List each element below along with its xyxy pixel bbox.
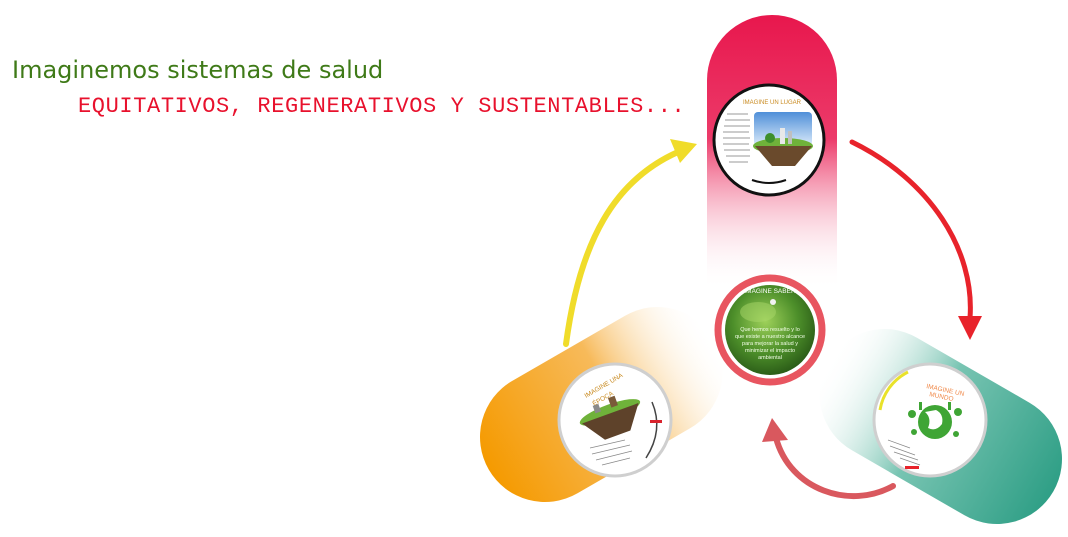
accent-curve: [645, 401, 658, 459]
node-imagine-un-lugar[interactable]: IMAGINE UN LUGAR: [712, 83, 826, 197]
arrow-yellow: [563, 139, 697, 347]
accent-bar: [905, 466, 919, 469]
text-lines: [723, 113, 750, 163]
thinker-figure-icon: [770, 299, 776, 305]
center-body-line: que existe a nuestro alcance: [735, 334, 805, 340]
node-center-body: Que hemos resuelto y lo que existe a nue…: [735, 327, 805, 361]
node-right-title-line2: MUNDO: [929, 391, 954, 403]
node-center-title: IMAGINE SABER: [744, 288, 796, 295]
center-body-line: ambiental: [758, 355, 782, 361]
smile-mark: [751, 179, 787, 184]
floating-island-image: [579, 395, 641, 440]
center-body-line: minimizar el impacto: [745, 348, 795, 354]
center-body-line: para mejorar la salud y: [742, 341, 798, 347]
arrow-red: [849, 139, 982, 340]
green-globe-icon: [908, 402, 962, 439]
node-imagine-saber[interactable]: IMAGINE SABER Que hemos resuelto y lo qu…: [714, 274, 826, 386]
page-title: Imaginemos sistemas de salud: [12, 56, 384, 84]
page-subtitle: EQUITATIVOS, REGENERATIVOS Y SUSTENTABLE…: [78, 94, 686, 119]
floating-island-image: [753, 112, 813, 166]
node-imagine-un-mundo[interactable]: IMAGINE UN MUNDO: [872, 362, 988, 478]
node-imagine-una-epoca[interactable]: IMAGINE UNA ÉPOCA: [557, 362, 673, 478]
arrow-pink: [762, 418, 896, 500]
accent-arc: [878, 370, 909, 411]
node-top-title: IMAGINE UN LUGAR: [743, 100, 802, 106]
center-body-line: Que hemos resuelto y lo: [740, 327, 800, 333]
accent-bar: [650, 420, 662, 423]
text-lines: [887, 439, 921, 466]
text-lines: [589, 439, 633, 466]
